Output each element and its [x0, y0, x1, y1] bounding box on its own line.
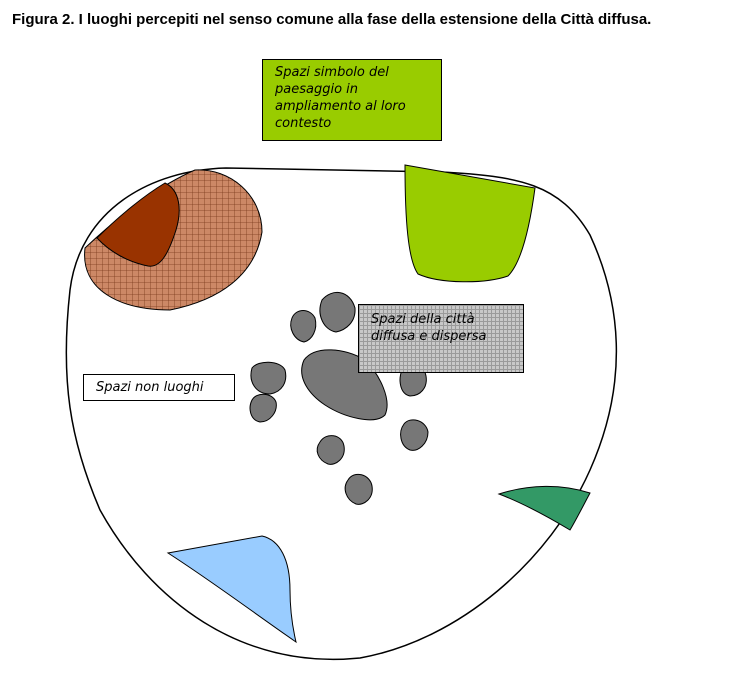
- grey-blob: [400, 419, 429, 451]
- landscape-symbols-box: Spazi simbolo del paesaggio in ampliamen…: [262, 59, 442, 141]
- diffuse-city-box: Spazi della città diffusa e dispersa: [358, 304, 524, 373]
- grey-blob: [319, 292, 356, 333]
- non-places-box: Spazi non luoghi: [83, 374, 235, 401]
- grey-blob: [290, 310, 317, 343]
- figure-title: Figura 2. I luoghi percepiti nel senso c…: [12, 11, 652, 28]
- lime-green-area: [404, 164, 536, 283]
- landscape-symbols-label: Spazi simbolo del paesaggio in ampliamen…: [275, 65, 406, 131]
- grey-blob: [301, 349, 388, 421]
- diffuse-city-label: Spazi della città diffusa e dispersa: [371, 312, 487, 344]
- dark-brown-area: [96, 182, 180, 267]
- green-area: [497, 485, 591, 531]
- light-blue-area: [166, 535, 297, 644]
- grey-blobs: [249, 292, 429, 505]
- grey-blob: [344, 473, 373, 505]
- non-places-label: Spazi non luoghi: [96, 380, 204, 395]
- grey-blob: [249, 393, 277, 423]
- grey-blob: [316, 435, 345, 465]
- grey-blob: [250, 361, 287, 395]
